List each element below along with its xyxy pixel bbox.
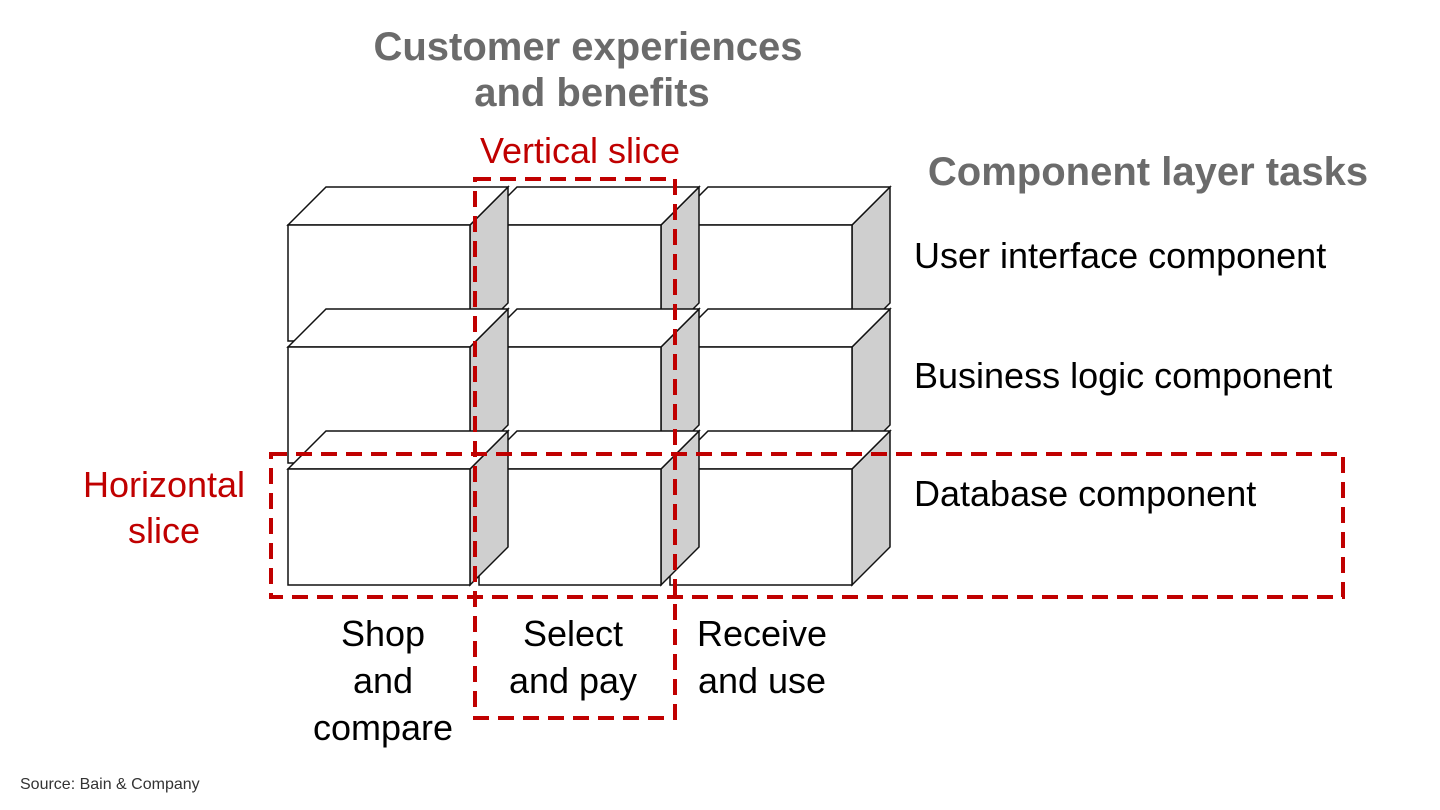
- cube-top-face: [668, 186, 892, 226]
- horizontal-slice-label-line-1: Horizontal: [83, 464, 245, 505]
- column-label-receive-line-2: and use: [698, 660, 826, 701]
- component-cube-grid: [286, 185, 892, 587]
- horizontal-slice-label-line-2: slice: [128, 510, 200, 551]
- cube-database-receive: [668, 429, 892, 587]
- layers-heading: Component layer tasks: [928, 150, 1368, 194]
- horizontal-slice-outline: [269, 452, 1345, 599]
- column-label-shop-line-2: and: [353, 660, 413, 701]
- title-line-2: and benefits: [474, 71, 710, 115]
- title-line-1: Customer experiences: [373, 25, 802, 69]
- layer-label-user-interface: User interface component: [914, 235, 1326, 276]
- column-label-shop-line-3: compare: [313, 707, 453, 748]
- column-label-receive-line-1: Receive: [697, 613, 827, 654]
- cube-top-face: [668, 308, 892, 348]
- cube-database-shop: [286, 429, 510, 587]
- vertical-slice-outline: [473, 177, 677, 720]
- cube-top-face: [477, 308, 701, 348]
- cube-top-face: [668, 430, 892, 470]
- layer-label-business-logic: Business logic component: [914, 355, 1332, 396]
- cube-database-select: [477, 429, 701, 587]
- vertical-slice-label: Vertical slice: [480, 130, 680, 171]
- column-label-select-line-2: and pay: [509, 660, 637, 701]
- source-note: Source: Bain & Company: [20, 776, 200, 793]
- cube-top-face: [477, 186, 701, 226]
- column-label-shop-line-1: Shop: [341, 613, 425, 654]
- cube-top-face: [477, 430, 701, 470]
- cube-front-face: [287, 468, 471, 586]
- layer-label-database: Database component: [914, 473, 1256, 514]
- column-label-select-line-1: Select: [523, 613, 623, 654]
